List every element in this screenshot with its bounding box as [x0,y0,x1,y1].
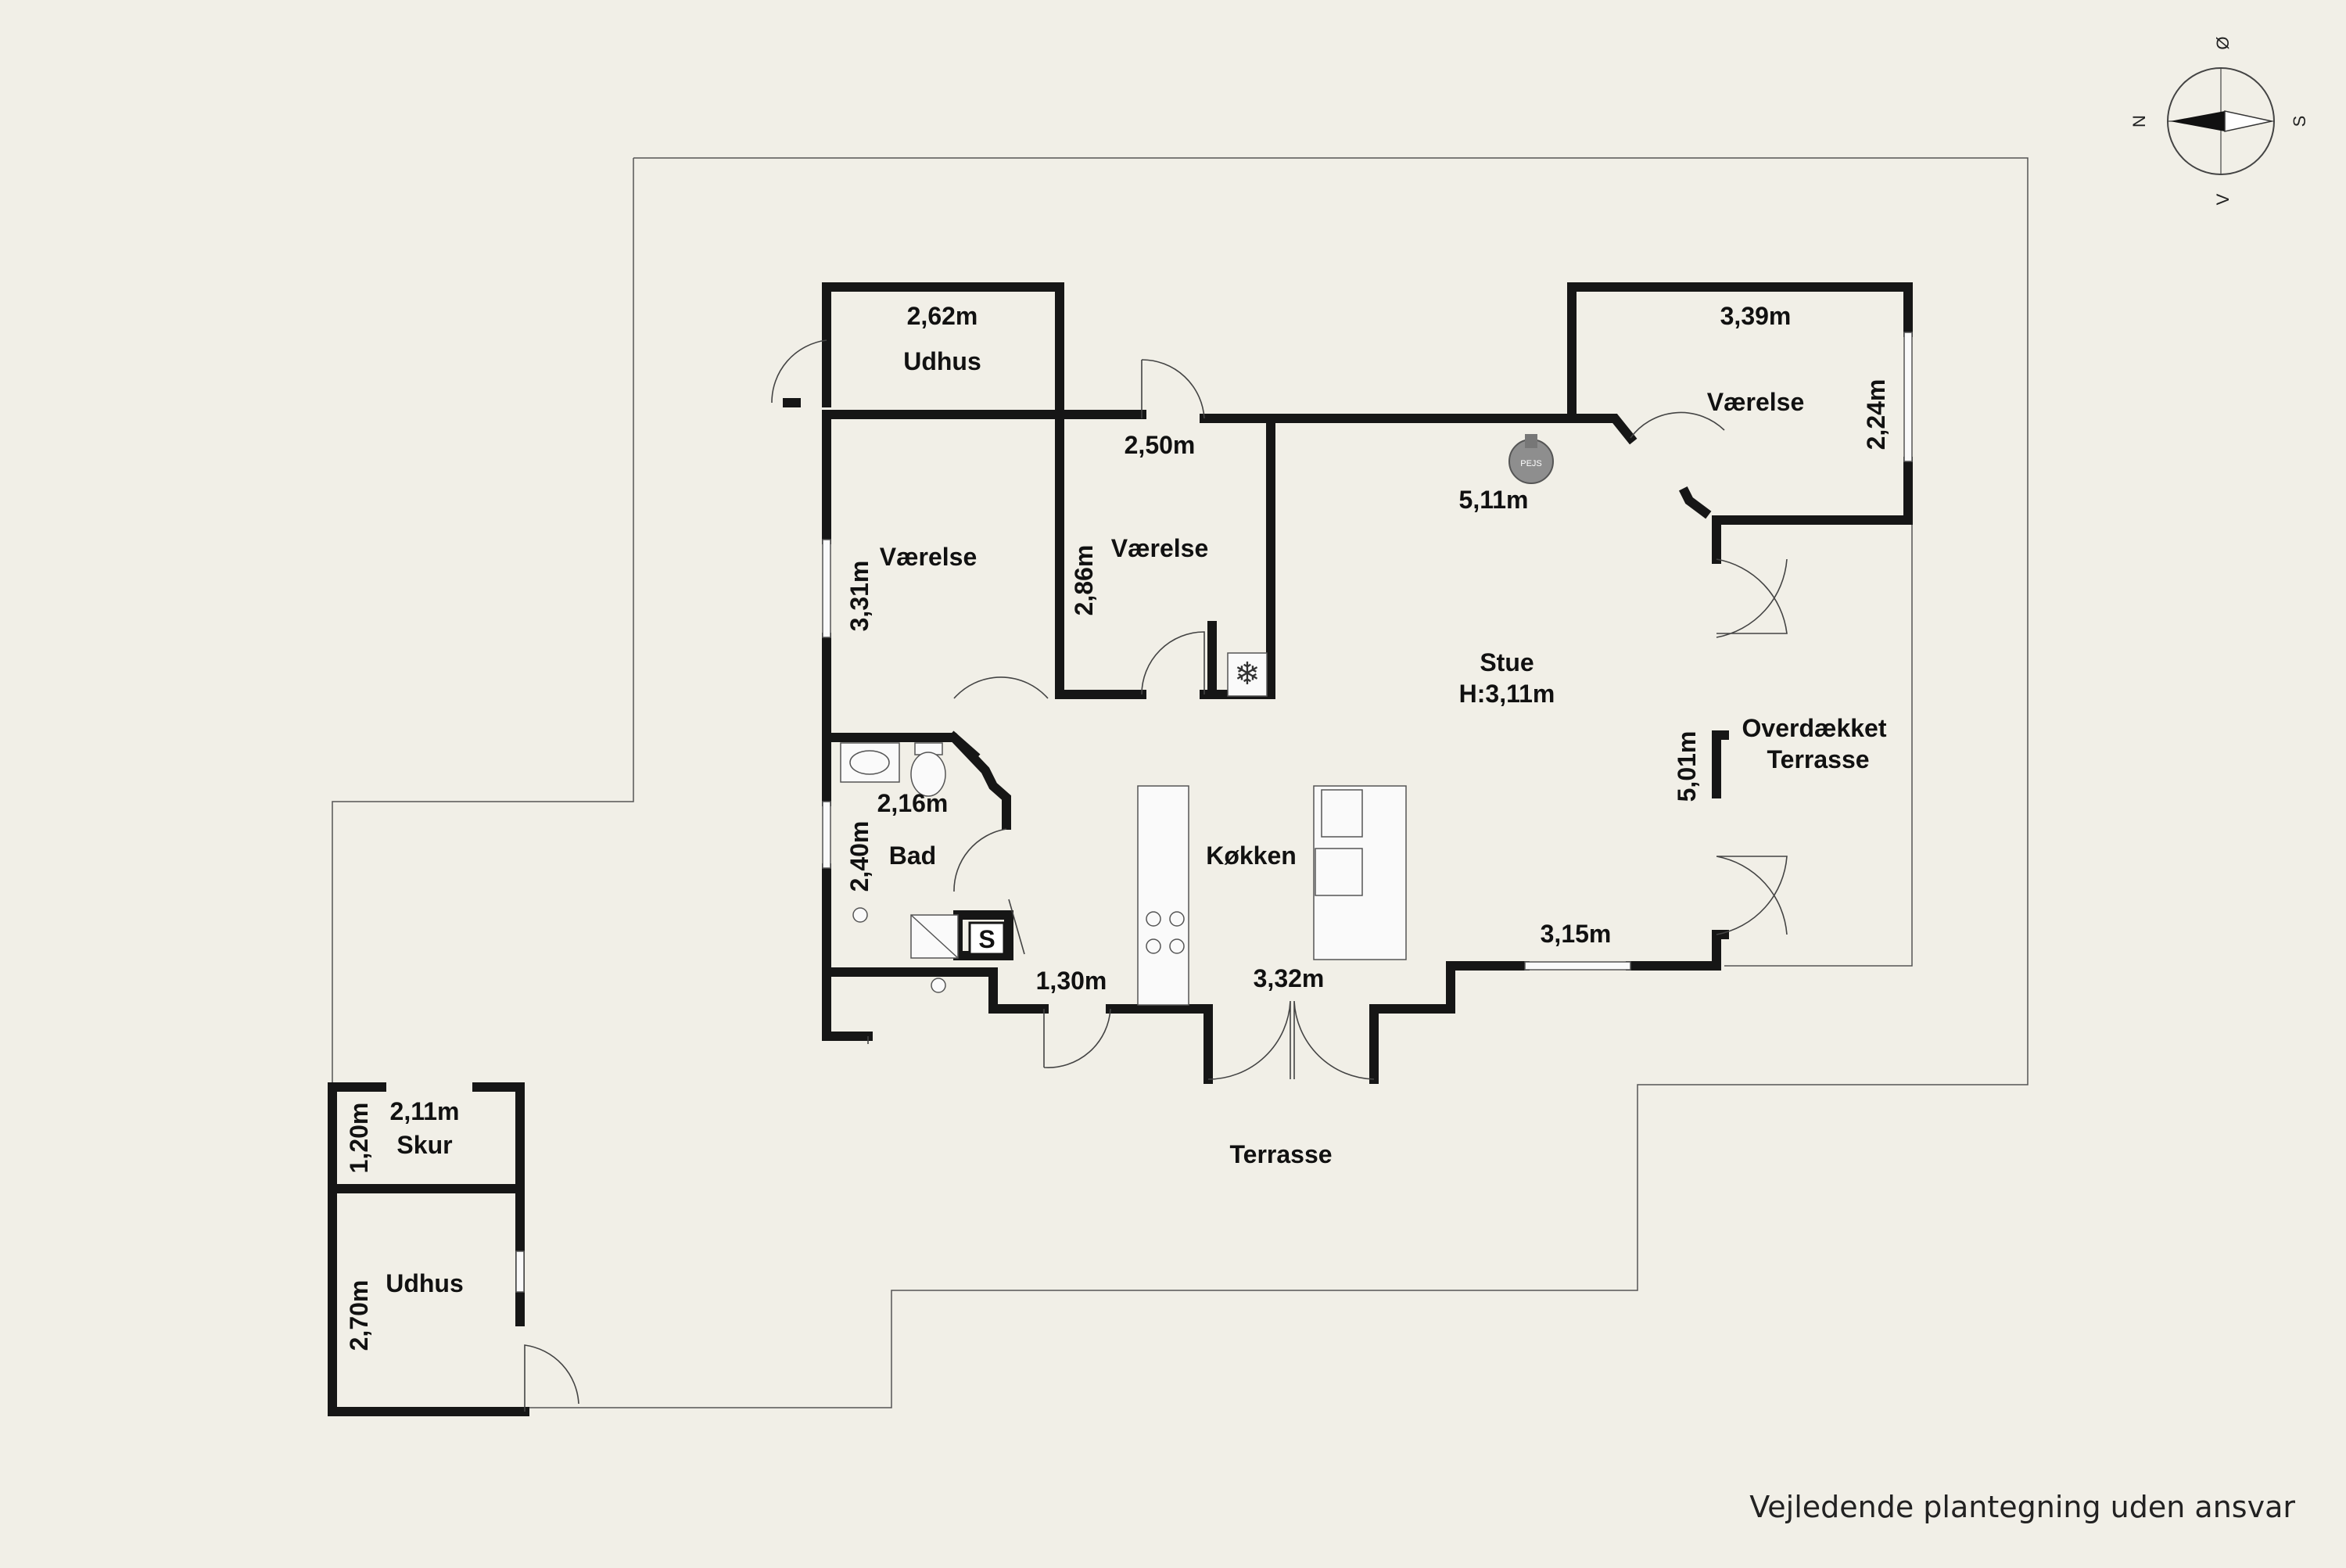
vaerelse-right-name: Værelse [1707,388,1805,416]
entre-dim: 1,30m [1036,967,1107,995]
compass-s: S [2290,116,2309,127]
stue-height: H:3,11m [1459,680,1555,708]
door [953,676,1049,699]
s-box-label: S [978,925,995,953]
fireplace-label: PEJS [1520,459,1542,468]
window [1903,332,1913,462]
door [1207,1000,1291,1080]
door [1293,1000,1375,1080]
skur-dim2: 1,20m [345,1103,373,1174]
stue-dim1: 5,11m [1459,486,1529,514]
door [524,1344,579,1412]
terrasse-name: Terrasse [1229,1140,1332,1168]
door [1141,359,1205,419]
fridge [1227,652,1268,697]
bad-name: Bad [889,841,936,870]
vaerelse-mid-dim2: 2,86m [1070,545,1098,616]
compass: N Ø S V [2129,36,2309,205]
vaerelse-right-dim1: 3,39m [1720,302,1792,330]
vaerelse-left-name: Værelse [880,543,978,571]
doors [524,339,1788,1412]
toilet-bowl [910,752,946,797]
door [1141,631,1205,695]
window [822,539,831,638]
light-fixture [931,978,946,993]
vaerelse-mid-name: Værelse [1111,534,1209,562]
udhus-bottom-dim: 2,70m [345,1280,373,1351]
light-fixture [852,907,868,923]
door [1043,1008,1111,1068]
terrace-outline-east [1724,520,1913,967]
koekken-name: Køkken [1206,841,1297,870]
door [1716,558,1788,638]
kitchen-sink [1315,848,1363,896]
skur-name: Skur [396,1131,452,1159]
overdaekket-line2: Terrasse [1767,745,1869,773]
overdaekket-line1: Overdækket [1742,714,1887,742]
door [1630,411,1725,439]
compass-needle-icon [2170,111,2225,131]
skur-dim1: 2,11m [390,1097,460,1125]
door [771,339,827,404]
udhus-top-name: Udhus [903,347,981,375]
stue-name: Stue [1480,648,1534,676]
fireplace-chimney [1525,434,1537,448]
snowflake-icon: ❄ [1234,657,1261,691]
disclaimer-caption: Vejledende plantegning uden ansvar [1749,1490,2295,1524]
plot-outline [332,157,2029,1412]
window [822,801,831,869]
door [953,828,1007,892]
door [1716,856,1788,935]
stue-dim3: 3,15m [1541,920,1612,948]
vaerelse-mid-dim1: 2,50m [1125,431,1196,459]
shed-walls [328,1082,529,1416]
window [1524,961,1631,971]
bad-dim2: 2,40m [845,821,873,892]
stove-icon [1146,911,1185,954]
koekken-dim: 3,32m [1254,964,1325,992]
vaerelse-left-dim: 3,31m [845,561,873,632]
compass-needle-tail [2224,110,2272,132]
compass-n: N [2129,115,2149,127]
vaerelse-right-dim2: 2,24m [1862,379,1890,450]
compass-v: V [2213,193,2233,205]
fixtures: ❄ [840,434,1554,1006]
bad-dim1: 2,16m [877,789,949,817]
dishwasher [1321,789,1363,838]
door [1008,899,1025,955]
udhus-bottom-name: Udhus [386,1269,464,1297]
window [515,1250,525,1293]
stue-dim2: 5,01m [1673,731,1701,802]
bath-sink-basin [849,750,890,775]
s-box [968,921,1006,956]
windows [515,332,1913,1293]
compass-o: Ø [2213,36,2233,49]
udhus-top-dim: 2,62m [907,302,978,330]
kitchen-counter [1137,785,1189,1006]
washer-line [910,914,959,959]
